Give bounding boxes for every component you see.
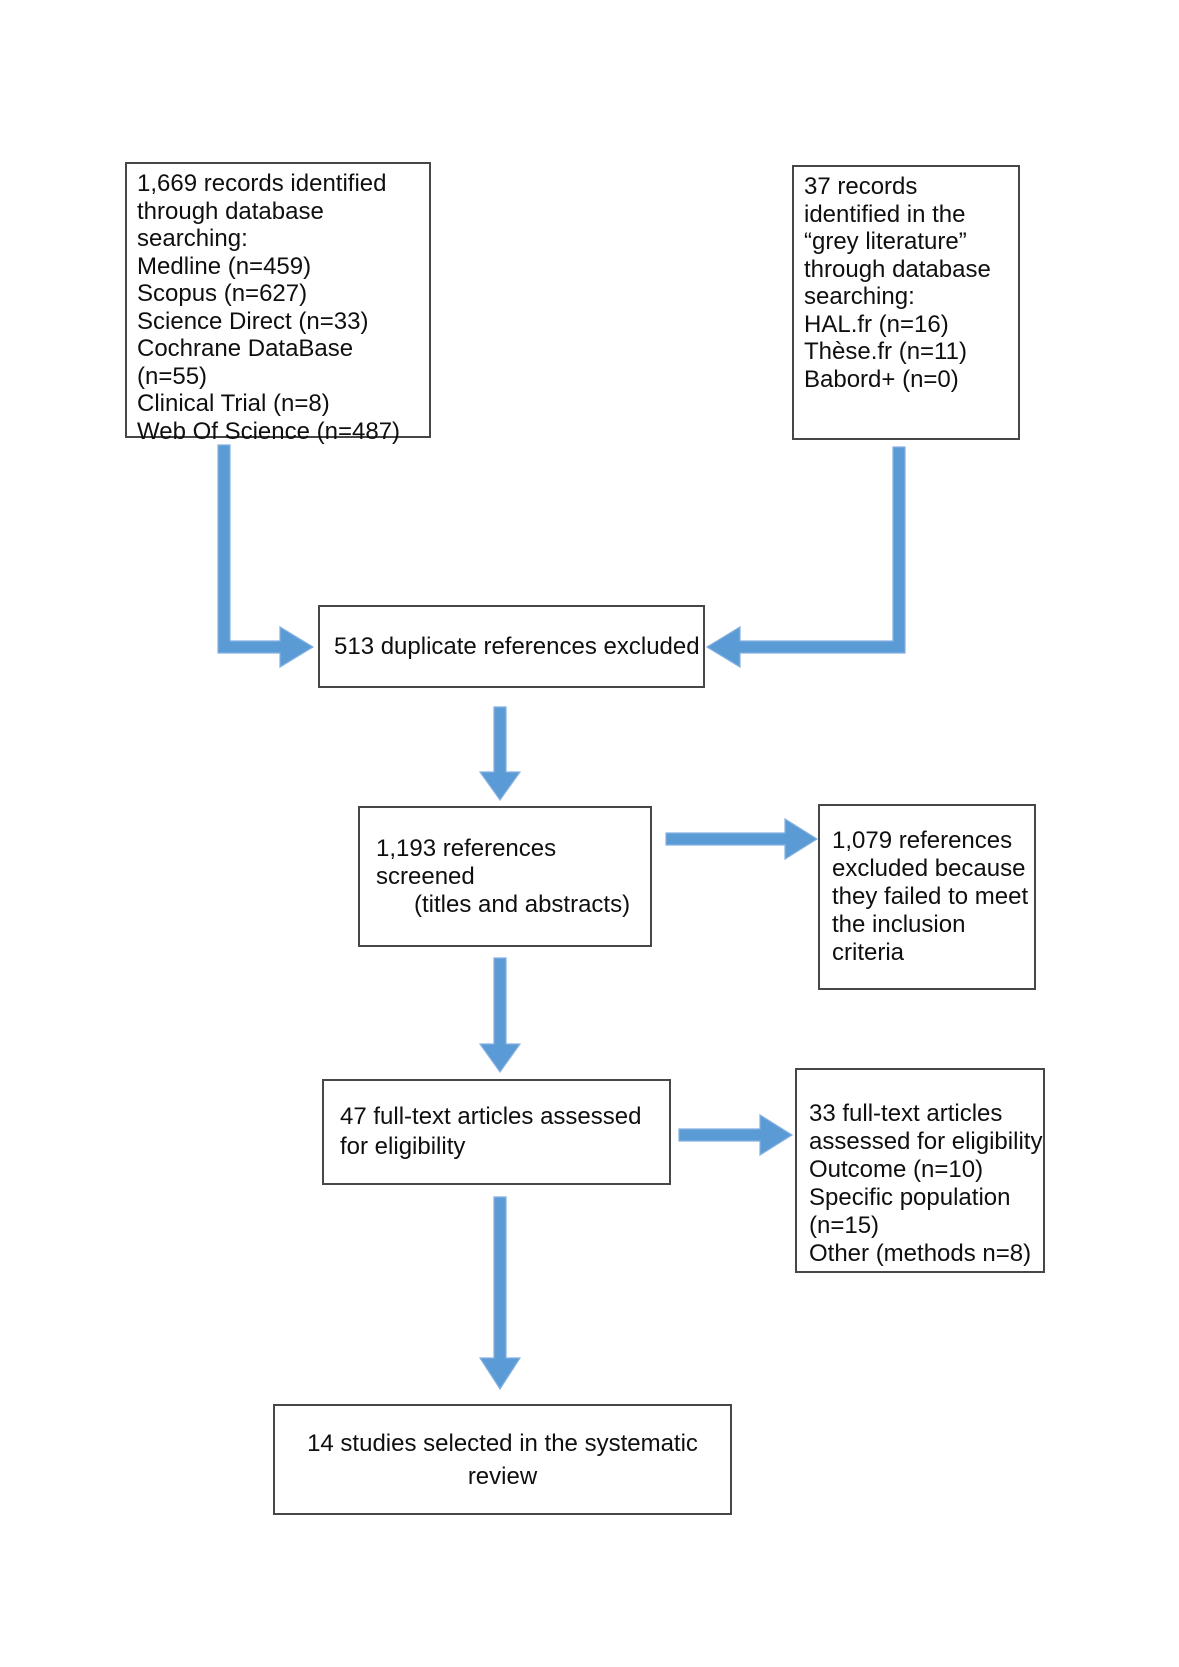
text-line: searching: bbox=[804, 283, 915, 310]
text-line: Web Of Science (n=487) bbox=[137, 417, 401, 445]
text-line: Clinical Trial (n=8) bbox=[137, 390, 330, 417]
text-line: 33 full-text articles bbox=[809, 1100, 1003, 1127]
text-line: searching: bbox=[137, 225, 248, 252]
text-line: 1,193 references bbox=[376, 834, 557, 862]
text-line: review bbox=[467, 1462, 538, 1490]
box-database-records: 1,669 records identified through databas… bbox=[125, 162, 431, 445]
arrow-grey-to-duplicates bbox=[705, 446, 906, 669]
text-line: Cochrane DataBase bbox=[137, 335, 354, 362]
text-line: Specific population bbox=[809, 1184, 1011, 1211]
text-line: Scopus (n=627) bbox=[137, 280, 308, 307]
text-line: assessed for eligibility bbox=[809, 1128, 1043, 1155]
text-line: criteria bbox=[832, 939, 905, 966]
arrow-duplicates-to-screened bbox=[478, 706, 522, 802]
arrow-database-to-duplicates bbox=[217, 444, 315, 669]
box-references-excluded: 1,079 references excluded because they f… bbox=[818, 804, 1036, 990]
text-line: 47 full-text articles assessed bbox=[340, 1103, 642, 1130]
text-line: Outcome (n=10) bbox=[809, 1156, 984, 1183]
text-line: through database bbox=[137, 197, 324, 225]
box-grey-literature-records: 37 records identified in the “grey liter… bbox=[792, 165, 1020, 440]
text-line: through database bbox=[804, 255, 991, 283]
text-line: 14 studies selected in the systematic bbox=[307, 1429, 698, 1457]
text-line: for eligibility bbox=[340, 1133, 466, 1160]
text-line: HAL.fr (n=16) bbox=[804, 310, 949, 338]
text-line: (n=15) bbox=[809, 1212, 880, 1239]
text-line: (titles and abstracts) bbox=[414, 890, 631, 918]
text-line: Babord+ (n=0) bbox=[804, 365, 959, 393]
box-references-screened: 1,193 references screened (titles and ab… bbox=[358, 806, 652, 947]
text-line: “grey literature” bbox=[804, 228, 967, 255]
text-line: Medline (n=459) bbox=[137, 252, 312, 280]
text-line: identified in the bbox=[804, 200, 966, 228]
box-duplicates-excluded: 513 duplicate references excluded bbox=[318, 605, 705, 688]
box-fulltext-excluded: 33 full-text articles assessed for eligi… bbox=[795, 1068, 1045, 1273]
text-line: the inclusion bbox=[832, 911, 966, 938]
text-line: excluded because bbox=[832, 855, 1026, 882]
text-line: (n=55) bbox=[137, 362, 208, 390]
text-line: 513 duplicate references excluded bbox=[334, 632, 700, 660]
text-line: 1,079 references bbox=[832, 827, 1013, 854]
text-line: they failed to meet bbox=[832, 883, 1029, 910]
arrow-fulltext-to-excluded bbox=[678, 1113, 794, 1157]
text-line: screened bbox=[376, 862, 475, 890]
arrow-fulltext-to-selected bbox=[478, 1196, 522, 1391]
box-fulltext-assessed: 47 full-text articles assessed for eligi… bbox=[322, 1079, 671, 1185]
arrow-screened-to-fulltext bbox=[478, 957, 522, 1074]
text-line: 37 records bbox=[804, 173, 918, 200]
box-studies-selected: 14 studies selected in the systematic re… bbox=[273, 1404, 732, 1515]
text-line: Other (methods n=8) bbox=[809, 1240, 1032, 1267]
text-line: 1,669 records identified bbox=[137, 170, 387, 197]
text-line: Thèse.fr (n=11) bbox=[804, 338, 967, 365]
text-line: Science Direct (n=33) bbox=[137, 307, 369, 335]
arrow-screened-to-excluded bbox=[665, 817, 819, 861]
